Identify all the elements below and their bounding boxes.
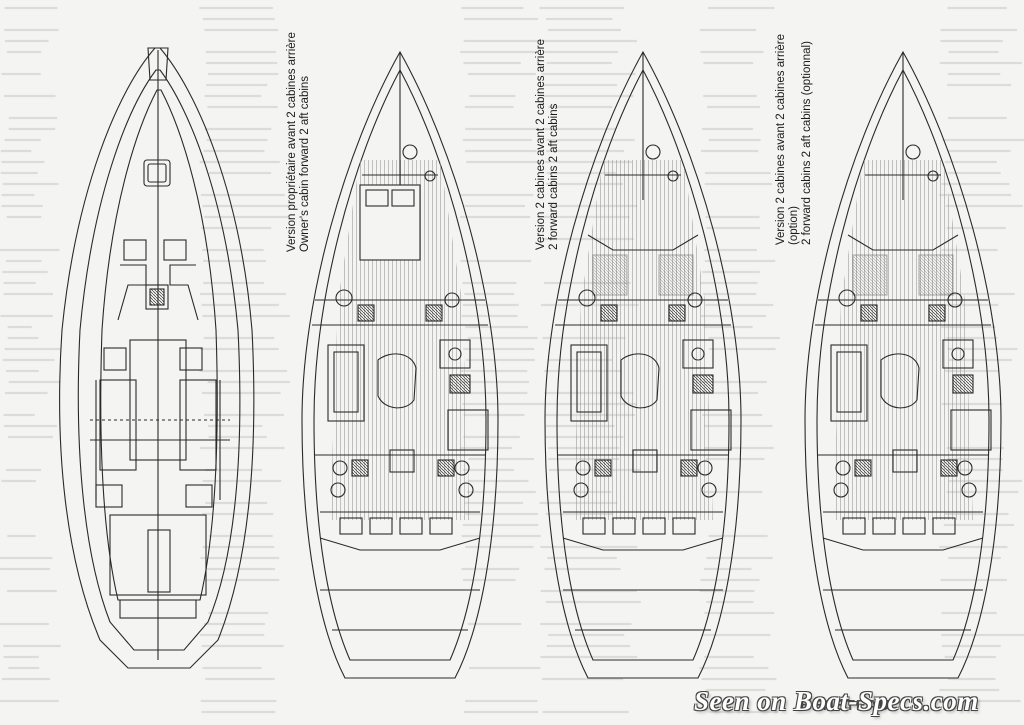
aft-berth-panel [642, 517, 666, 535]
companionway [892, 449, 918, 473]
galley-stove [692, 374, 714, 394]
head-toilet [838, 289, 856, 307]
saloon-table [620, 353, 660, 409]
caption-two-forward-version: Version 2 cabines avant 2 cabines arrièr… [535, 39, 561, 250]
caption-line: Version propriétaire avant 2 cabines arr… [286, 32, 298, 252]
deck-plan [59, 47, 255, 669]
owner-berth [359, 184, 421, 261]
forepeak-fixture [905, 144, 921, 160]
brand-logo-text: BENETEAU [800, 697, 891, 714]
companionway [632, 449, 658, 473]
caption-line: Owner's cabin forward 2 aft cabins [299, 75, 311, 252]
inner-hull [313, 68, 487, 661]
nav-station [950, 409, 992, 451]
aft-berth-panel [672, 517, 696, 535]
floor-planks [573, 160, 713, 520]
interior-two-forward-version [544, 50, 742, 679]
aft-berth-panel [429, 517, 453, 535]
caption-line: 2 forward cabins 2 aft cabins (optionnal… [801, 41, 813, 245]
aft-berth-panel [582, 517, 606, 535]
galley-sink [439, 339, 471, 369]
inner-hull [556, 68, 730, 661]
aft-berth-panel [339, 517, 363, 535]
caption-line: Version 2 cabines avant 2 cabines arrièr… [775, 34, 787, 245]
floor-planks [833, 160, 973, 520]
saloon-table [377, 353, 417, 409]
galley-sink [682, 339, 714, 369]
aft-berth-panel [369, 517, 393, 535]
aft-berth-panel [872, 517, 896, 535]
settee [327, 344, 365, 422]
aft-berth-panel [932, 517, 956, 535]
caption-owner-version: Version propriétaire avant 2 cabines arr… [286, 32, 312, 252]
v-berth [847, 234, 959, 251]
hull-outline [804, 50, 1002, 679]
galley-stove [952, 374, 974, 394]
interior-owner-version [301, 50, 499, 679]
forepeak-fixture [402, 144, 418, 160]
aft-berth-panel [902, 517, 926, 535]
interior-optional-version [804, 50, 1002, 679]
caption-line: Version 2 cabines avant 2 cabines arrièr… [535, 39, 547, 250]
galley-sink [942, 339, 974, 369]
inner-hull [816, 68, 990, 661]
nav-station [447, 409, 489, 451]
hull-outline [301, 50, 499, 679]
caption-line: (option) [788, 206, 800, 245]
nav-station [690, 409, 732, 451]
caption-line: 2 forward cabins 2 aft cabins [548, 103, 560, 250]
saloon-table [880, 353, 920, 409]
hull-outline [544, 50, 742, 679]
forepeak-fixture [645, 144, 661, 160]
head-toilet [335, 289, 353, 307]
v-berth [587, 234, 699, 251]
settee [570, 344, 608, 422]
aft-berth-panel [612, 517, 636, 535]
aft-berth-panel [842, 517, 866, 535]
settee [830, 344, 868, 422]
aft-berth-panel [399, 517, 423, 535]
head-toilet [578, 289, 596, 307]
caption-optional-version: Version 2 cabines avant 2 cabines arrièr… [775, 34, 814, 245]
companionway [389, 449, 415, 473]
watermark: Seen on Boat-Specs.com [694, 686, 979, 716]
galley-stove [449, 374, 471, 394]
